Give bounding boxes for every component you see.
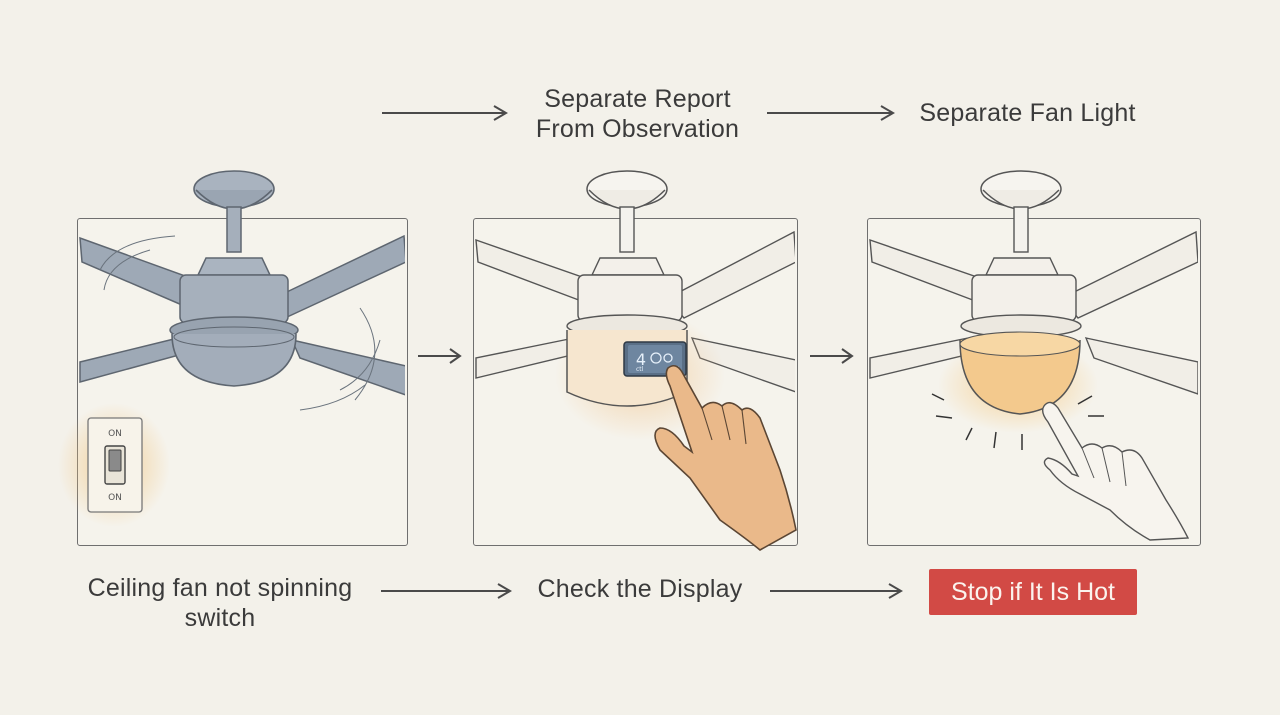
ceiling-fan-light	[869, 170, 1198, 450]
label-separate-fan-light: Separate Fan Light	[919, 99, 1136, 127]
hand-pointing-light	[1041, 401, 1190, 541]
label-separate-report: Separate Report From Observation	[535, 85, 740, 143]
label-ceiling-fan-not-spinning: Ceiling fan not spinning switch	[87, 574, 353, 632]
arrow-mid-2	[810, 348, 854, 364]
switch-label-top: ON	[108, 429, 122, 439]
stop-if-hot-badge: Stop if It Is Hot	[929, 569, 1137, 615]
arrow-top-2	[767, 105, 895, 121]
ceiling-fan-display: 4 ctl 5	[475, 170, 795, 440]
arrow-mid-1	[418, 348, 462, 364]
ceiling-fan-blue	[79, 170, 405, 411]
hand-pressing-display	[654, 364, 797, 551]
label-check-the-display: Check the Display	[537, 575, 743, 603]
display-digit: 4	[636, 350, 646, 369]
arrow-top-1	[382, 105, 508, 121]
fan-display-panel: 4 ctl 5	[623, 341, 687, 377]
light-rays	[931, 393, 1104, 450]
arrow-bottom-2	[770, 583, 903, 599]
display-small-left: ctl	[636, 366, 644, 373]
arrow-bottom-1	[381, 583, 512, 599]
wall-switch: ON ON	[58, 403, 170, 527]
switch-label-bottom: ON	[108, 493, 122, 503]
